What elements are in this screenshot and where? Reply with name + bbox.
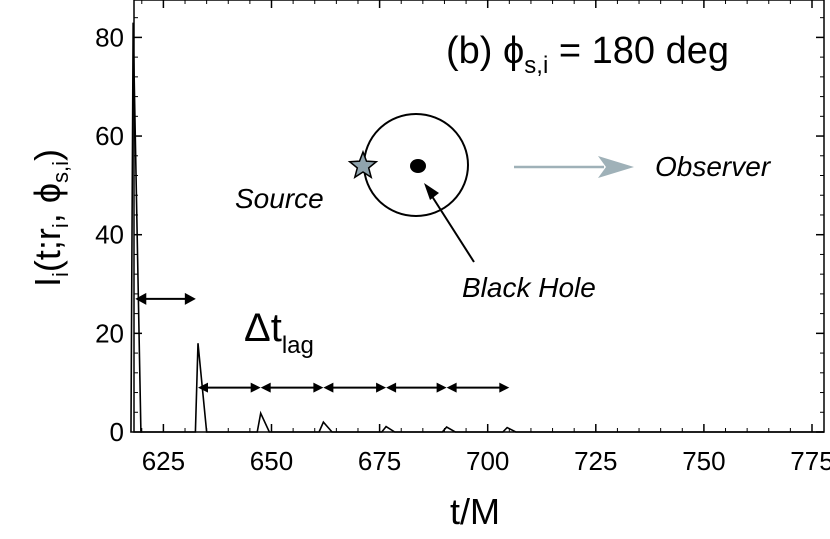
repeat-arrow-head-right (436, 382, 447, 393)
dt-lag-label: Δtlag (244, 306, 314, 359)
repeat-arrow-head-left (323, 382, 334, 393)
y-tick-label: 80 (95, 22, 124, 52)
y-axis-title: Ii(t;ri, ϕs,i) (27, 149, 73, 287)
source-label: Source (235, 183, 324, 214)
black-hole-dot (410, 159, 426, 173)
series-group (130, 22, 824, 433)
repeat-arrow-head-right (499, 382, 510, 393)
black-hole-label: Black Hole (462, 272, 596, 303)
repeat-arrow-head-left (446, 382, 457, 393)
y-tick-label: 20 (95, 318, 124, 348)
observer-label: Observer (655, 151, 772, 182)
y-tick-label: 40 (95, 220, 124, 250)
x-tick-label: 725 (574, 446, 617, 476)
repeat-arrow-head-left (386, 382, 397, 393)
repeat-arrow-head-left (260, 382, 271, 393)
observer-arrow-head (598, 156, 634, 178)
x-tick-label: 625 (142, 446, 185, 476)
dt-lag-arrow-head-left (135, 292, 147, 305)
x-axis: 625 650 675 700 725 750 775 (141, 0, 830, 476)
black-hole-pointer (427, 189, 475, 263)
lag-arrows (135, 292, 510, 393)
repeat-arrow-head-right (376, 382, 387, 393)
repeat-arrow-head-left (197, 382, 208, 393)
black-hole-pointer-head (424, 183, 439, 200)
x-tick-label: 650 (250, 446, 293, 476)
x-axis-title: t/M (450, 491, 500, 532)
panel-label: (b) ϕs,i = 180 deg (446, 30, 729, 79)
series-line (130, 22, 824, 433)
source-star-icon (347, 149, 379, 179)
repeat-arrow-head-right (313, 382, 324, 393)
x-tick-label: 750 (682, 446, 725, 476)
x-tick-label: 775 (790, 446, 830, 476)
y-axis: 0 20 40 60 80 (95, 17, 824, 447)
x-tick-label: 700 (466, 446, 509, 476)
x-tick-label: 675 (358, 446, 401, 476)
y-tick-label: 60 (95, 121, 124, 151)
dt-lag-arrow-head-right (184, 292, 196, 305)
repeat-arrow-head-right (250, 382, 261, 393)
y-tick-label: 0 (110, 417, 124, 447)
orbit-diagram: Source Black Hole Observer (235, 113, 772, 303)
